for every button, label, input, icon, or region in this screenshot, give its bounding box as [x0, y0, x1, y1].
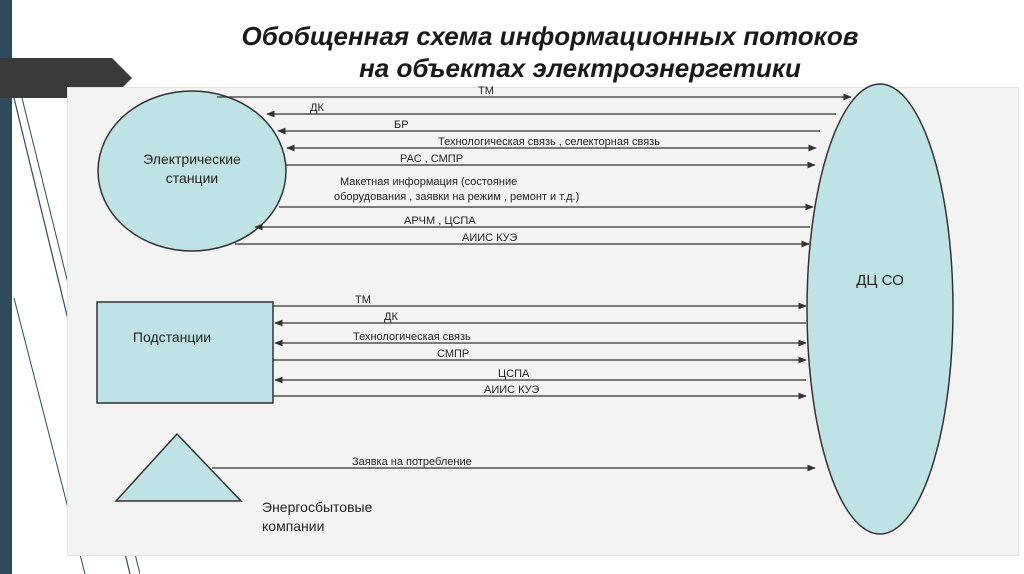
flow-label-sub-tm: ТМ — [355, 294, 371, 306]
flow-label-sub-aiis: АИИС КУЭ — [484, 384, 539, 396]
dc-label: ДЦ СО — [856, 272, 904, 289]
flow-label-layout-info-2: оборудования , заявки на режим , ремонт … — [334, 191, 579, 203]
flow-label-aiis-kue: АИИС КУЭ — [462, 232, 517, 244]
stations-label-2: станции — [166, 170, 218, 186]
flow-label-archm-cspa: АРЧМ , ЦСПА — [404, 215, 476, 227]
dc-node — [806, 83, 954, 535]
flow-label-sub-cspa: ЦСПА — [498, 368, 530, 380]
title-line-2: на объектах электроэнергетики — [359, 53, 801, 83]
stations-node — [97, 90, 287, 252]
flow-label-consumption: Заявка на потребление — [352, 456, 472, 468]
flow-label-dk: ДК — [310, 102, 324, 114]
flow-label-sub-smpr: СМПР — [437, 348, 469, 360]
flow-label-sub-dk: ДК — [384, 311, 398, 323]
sales-label-2: компании — [262, 518, 324, 534]
title-line-1: Обобщенная схема информационных потоков — [241, 21, 859, 51]
slide-title: Обобщенная схема информационных потоков … — [150, 20, 950, 84]
stations-label-1: Электрические — [143, 151, 241, 167]
flow-label-br: БР — [394, 119, 409, 131]
substations-label: Подстанции — [133, 329, 211, 345]
substations-node — [96, 301, 274, 404]
sales-node — [114, 432, 243, 502]
sales-label-1: Энергосбытовые — [262, 499, 373, 515]
flow-label-sub-tech: Технологическая связь — [353, 331, 471, 343]
left-sidebar-bar — [0, 0, 12, 574]
flow-label-layout-info-1: Макетная информация (состояние — [340, 176, 517, 188]
flow-label-ras-smpr: РАС , СМПР — [400, 153, 463, 165]
flow-label-tm: ТМ — [478, 85, 494, 97]
flow-label-tech-link: Технологическая связь , селекторная связ… — [438, 136, 660, 148]
